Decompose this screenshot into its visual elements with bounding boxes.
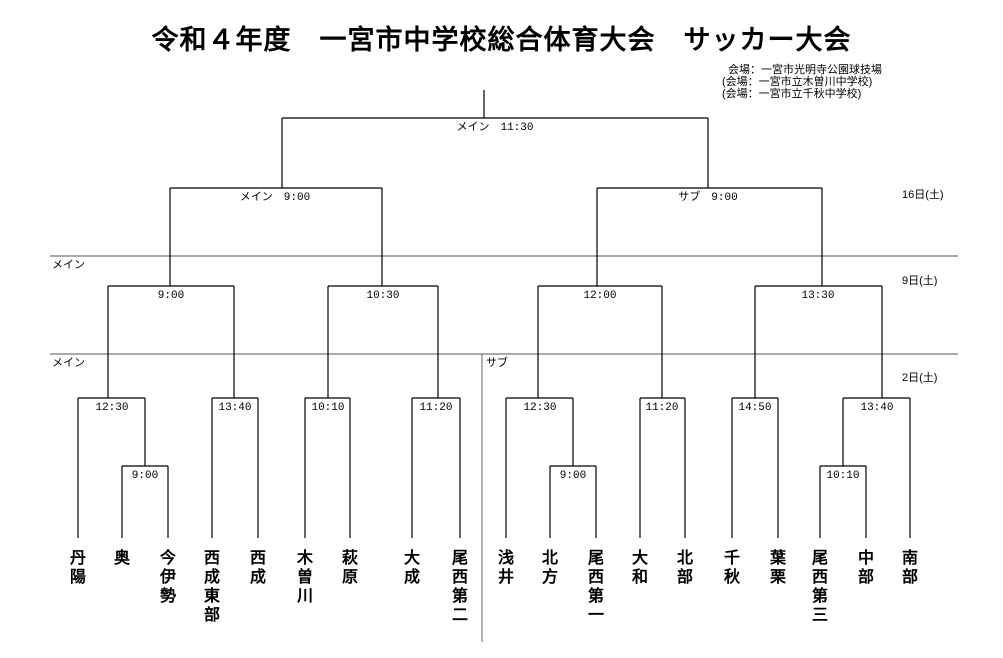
team-name: 萩原: [341, 549, 358, 586]
match-label-r1-2: 13:40: [218, 402, 251, 414]
match-label-r1-3: 10:10: [311, 402, 344, 414]
match-label-semi-right: サブ 9:00: [678, 189, 737, 204]
team-name: 尾西第一: [588, 549, 604, 624]
team-name: 尾西第二: [452, 549, 468, 624]
team-name: 千秋: [724, 549, 741, 586]
section-label-main-9: メイン: [52, 259, 85, 271]
match-label-qf1: 9:00: [158, 290, 184, 302]
team-name: 葉栗: [769, 548, 787, 586]
team-name: 中部: [858, 548, 874, 586]
date-label-16: 16日(土): [902, 188, 944, 201]
match-label-qf3: 12:00: [583, 290, 616, 302]
match-label-r1-4: 11:20: [419, 402, 452, 414]
team-name: 木曽川: [296, 548, 314, 605]
team-name: 奥: [114, 548, 131, 567]
team-name: 西成: [250, 549, 266, 586]
date-label-9: 9日(土): [902, 274, 937, 287]
venue-kisogawa: (会場：一宮市立木曽川中学校): [722, 76, 873, 88]
match-label-prelim-3: 10:10: [826, 470, 859, 482]
team-name: 大成: [404, 548, 420, 586]
team-name: 大和: [632, 548, 648, 586]
team-name: 丹陽: [70, 549, 86, 586]
match-label-r1-8: 13:40: [860, 402, 893, 414]
team-name: 尾西第三: [812, 549, 828, 624]
team-name: 北方: [542, 549, 558, 586]
match-label-qf4: 13:30: [801, 290, 834, 302]
match-label-r1-1: 12:30: [95, 402, 128, 414]
section-label-sub-2: サブ: [486, 355, 508, 369]
match-label-prelim-2: 9:00: [560, 470, 586, 482]
match-label-r1-7: 14:50: [738, 402, 771, 414]
match-label-final: メイン 11:30: [456, 121, 533, 134]
match-label-r1-5: 12:30: [523, 402, 556, 414]
venue-senshu: (会場：一宮市立千秋中学校): [722, 88, 862, 100]
match-label-prelim-1: 9:00: [132, 470, 158, 482]
match-label-r1-6: 11:20: [645, 402, 678, 414]
team-name: 西成東部: [204, 549, 220, 624]
section-label-main-2: メイン: [52, 357, 85, 369]
match-label-semi-left: メイン 9:00: [240, 191, 310, 204]
page-title: 令和４年度 一宮市中学校総合体育大会 サッカー大会: [151, 25, 852, 55]
venue-main: 会場：一宮市光明寺公園球技場: [728, 64, 882, 76]
team-name: 浅井: [498, 548, 514, 586]
team-name: 南部: [902, 548, 918, 586]
team-name: 北部: [677, 549, 693, 586]
match-label-qf2: 10:30: [366, 290, 399, 302]
date-label-2: 2日(土): [902, 371, 937, 384]
team-name: 今伊勢: [159, 548, 176, 605]
